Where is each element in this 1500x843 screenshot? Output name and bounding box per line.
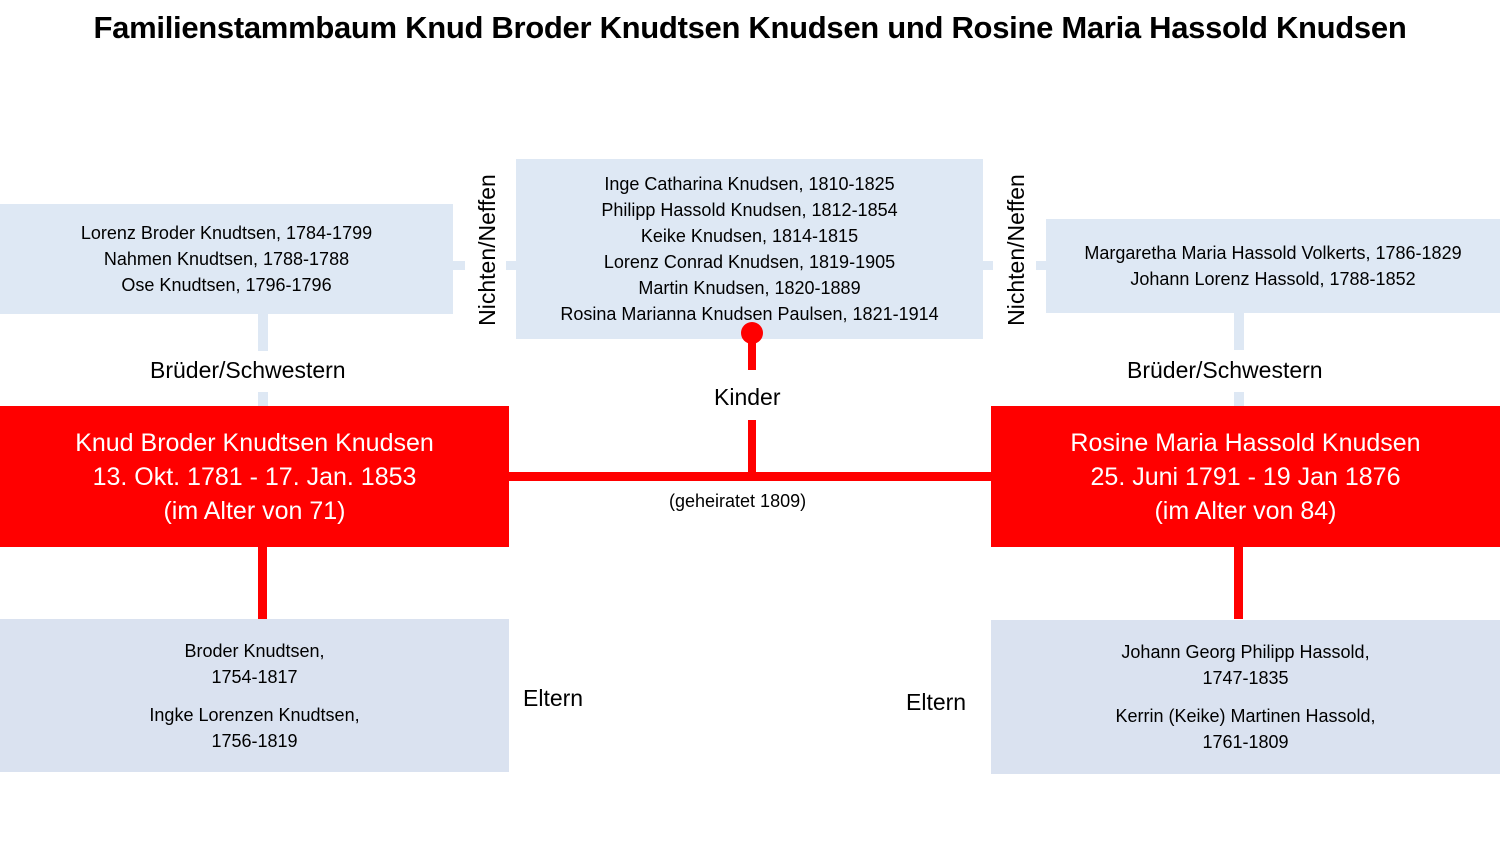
siblings-label-right: Brüder/Schwestern	[1127, 357, 1323, 383]
husband-name: Knud Broder Knudtsen Knudsen	[75, 428, 434, 457]
parent-name: Broder Knudtsen,	[184, 640, 325, 661]
children-connector-upper	[748, 333, 756, 370]
siblings-label-left: Brüder/Schwestern	[150, 357, 346, 383]
child-entry: Philipp Hassold Knudsen, 1812-1854	[601, 200, 898, 220]
parent-years: 1756-1819	[211, 730, 298, 751]
wife-age: (im Alter von 84)	[1154, 496, 1337, 525]
children-connector-lower	[748, 420, 756, 476]
nieces-nephews-label-left: Nichten/Neffen	[474, 174, 500, 326]
parent-years: 1747-1835	[1202, 668, 1289, 688]
child-entry: Rosina Marianna Knudsen Paulsen, 1821-19…	[560, 304, 939, 324]
husband-age: (im Alter von 71)	[163, 496, 346, 525]
connector-right-sibling-lower	[1234, 392, 1244, 406]
parent-years: 1754-1817	[211, 666, 298, 687]
parent-name: Johann Georg Philipp Hassold,	[1121, 642, 1370, 662]
sibling-entry: Lorenz Broder Knudtsen, 1784-1799	[80, 223, 373, 243]
child-entry: Martin Knudsen, 1820-1889	[638, 278, 861, 298]
sibling-entry: Ose Knudtsen, 1796-1796	[121, 275, 332, 295]
sibling-entry: Margaretha Maria Hassold Volkerts, 1786-…	[1084, 243, 1462, 263]
connector-nieces-right-b	[1036, 261, 1046, 270]
nieces-nephews-label-right: Nichten/Neffen	[1003, 174, 1029, 326]
connector-nieces-left-b	[506, 261, 516, 270]
married-label: (geheiratet 1809)	[669, 491, 807, 511]
connector-left-sibling-lower	[258, 392, 268, 406]
page-title: Familienstammbaum Knud Broder Knudtsen K…	[93, 10, 1407, 45]
child-entry: Keike Knudsen, 1814-1815	[640, 226, 859, 246]
sibling-entry: Nahmen Knudtsen, 1788-1788	[103, 249, 350, 269]
parents-label-right: Eltern	[906, 689, 967, 715]
connector-right-sibling-upper	[1234, 312, 1244, 350]
wife-name: Rosine Maria Hassold Knudsen	[1070, 428, 1421, 457]
husband-parents-connector	[258, 547, 267, 619]
husband-dates: 13. Okt. 1781 - 17. Jan. 1853	[92, 462, 417, 491]
parents-label-left: Eltern	[523, 685, 584, 711]
husband-box: Knud Broder Knudtsen Knudsen 13. Okt. 17…	[0, 406, 509, 547]
connector-left-sibling-upper	[258, 313, 268, 351]
child-entry: Lorenz Conrad Knudsen, 1819-1905	[603, 252, 896, 272]
parent-name: Kerrin (Keike) Martinen Hassold,	[1115, 706, 1376, 726]
wife-box: Rosine Maria Hassold Knudsen 25. Juni 17…	[991, 406, 1500, 547]
wife-dates: 25. Juni 1791 - 19 Jan 1876	[1090, 462, 1401, 491]
right-siblings-box: Margaretha Maria Hassold Volkerts, 1786-…	[1046, 219, 1500, 313]
wife-parents-box: Johann Georg Philipp Hassold, 1747-1835 …	[991, 620, 1500, 774]
parent-name: Ingke Lorenzen Knudtsen,	[149, 704, 360, 725]
children-label: Kinder	[714, 384, 781, 410]
parent-years: 1761-1809	[1202, 732, 1289, 752]
connector-nieces-left-a	[453, 261, 465, 270]
child-entry: Inge Catharina Knudsen, 1810-1825	[604, 174, 895, 194]
marriage-line	[509, 472, 992, 481]
left-siblings-box: Lorenz Broder Knudtsen, 1784-1799 Nahmen…	[0, 204, 453, 314]
wife-parents-connector	[1234, 547, 1243, 619]
children-box: Inge Catharina Knudsen, 1810-1825 Philip…	[516, 159, 983, 339]
connector-nieces-right-a	[983, 261, 993, 270]
sibling-entry: Johann Lorenz Hassold, 1788-1852	[1130, 269, 1416, 289]
husband-parents-box: Broder Knudtsen, 1754-1817 Ingke Lorenze…	[0, 619, 509, 772]
